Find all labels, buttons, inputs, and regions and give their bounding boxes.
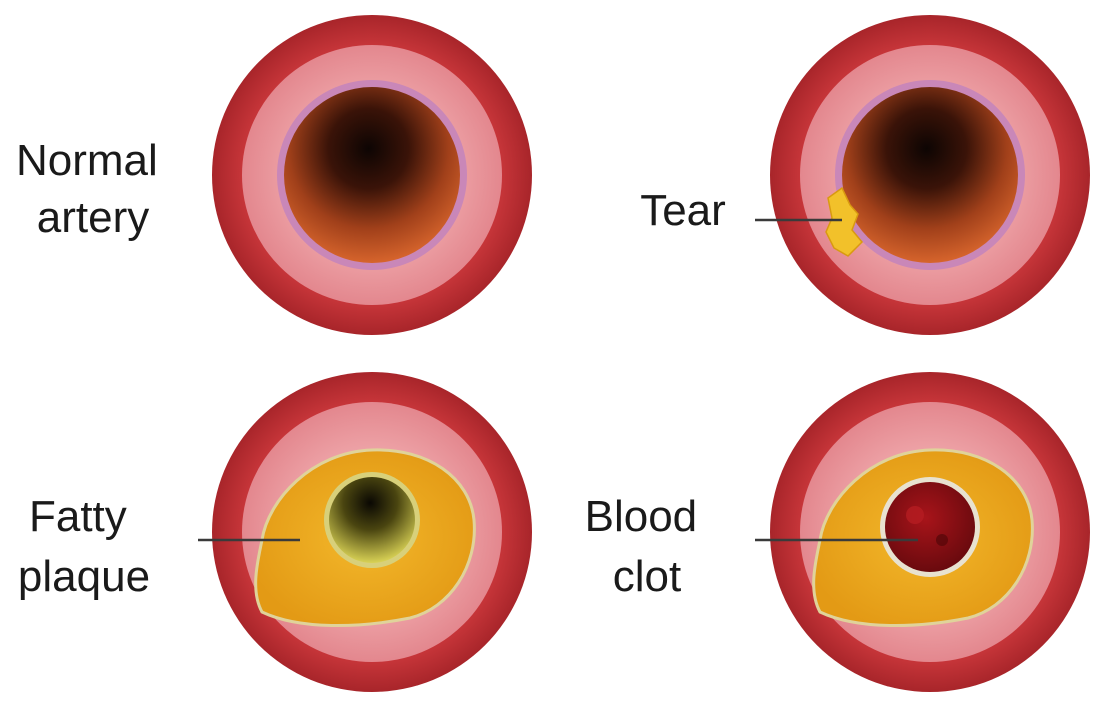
blood-clot-label-line-2: clot — [613, 552, 681, 601]
normal-artery-label-line-2: artery — [37, 193, 149, 242]
fatty-plaque-artery-illustration — [212, 372, 532, 692]
blood-clot-mass — [885, 482, 975, 572]
normal-artery-label-line-1: Normal — [16, 136, 158, 185]
blood-clot-label-line-1: Blood — [585, 492, 698, 541]
fatty-plaque-label: Fatty plaque — [18, 492, 150, 601]
tear-artery-illustration — [770, 15, 1090, 335]
fatty-plaque-label-line-1: Fatty — [29, 492, 127, 541]
normal-artery-illustration — [212, 15, 532, 335]
tear-label: Tear — [640, 186, 726, 235]
blood-clot-label: Blood clot — [585, 492, 710, 601]
normal-artery-label: Normal artery — [16, 136, 170, 242]
fatty-plaque-label-line-2: plaque — [18, 552, 150, 601]
blood-clot-artery-illustration — [770, 372, 1090, 692]
tear-label-line-1: Tear — [640, 186, 726, 235]
